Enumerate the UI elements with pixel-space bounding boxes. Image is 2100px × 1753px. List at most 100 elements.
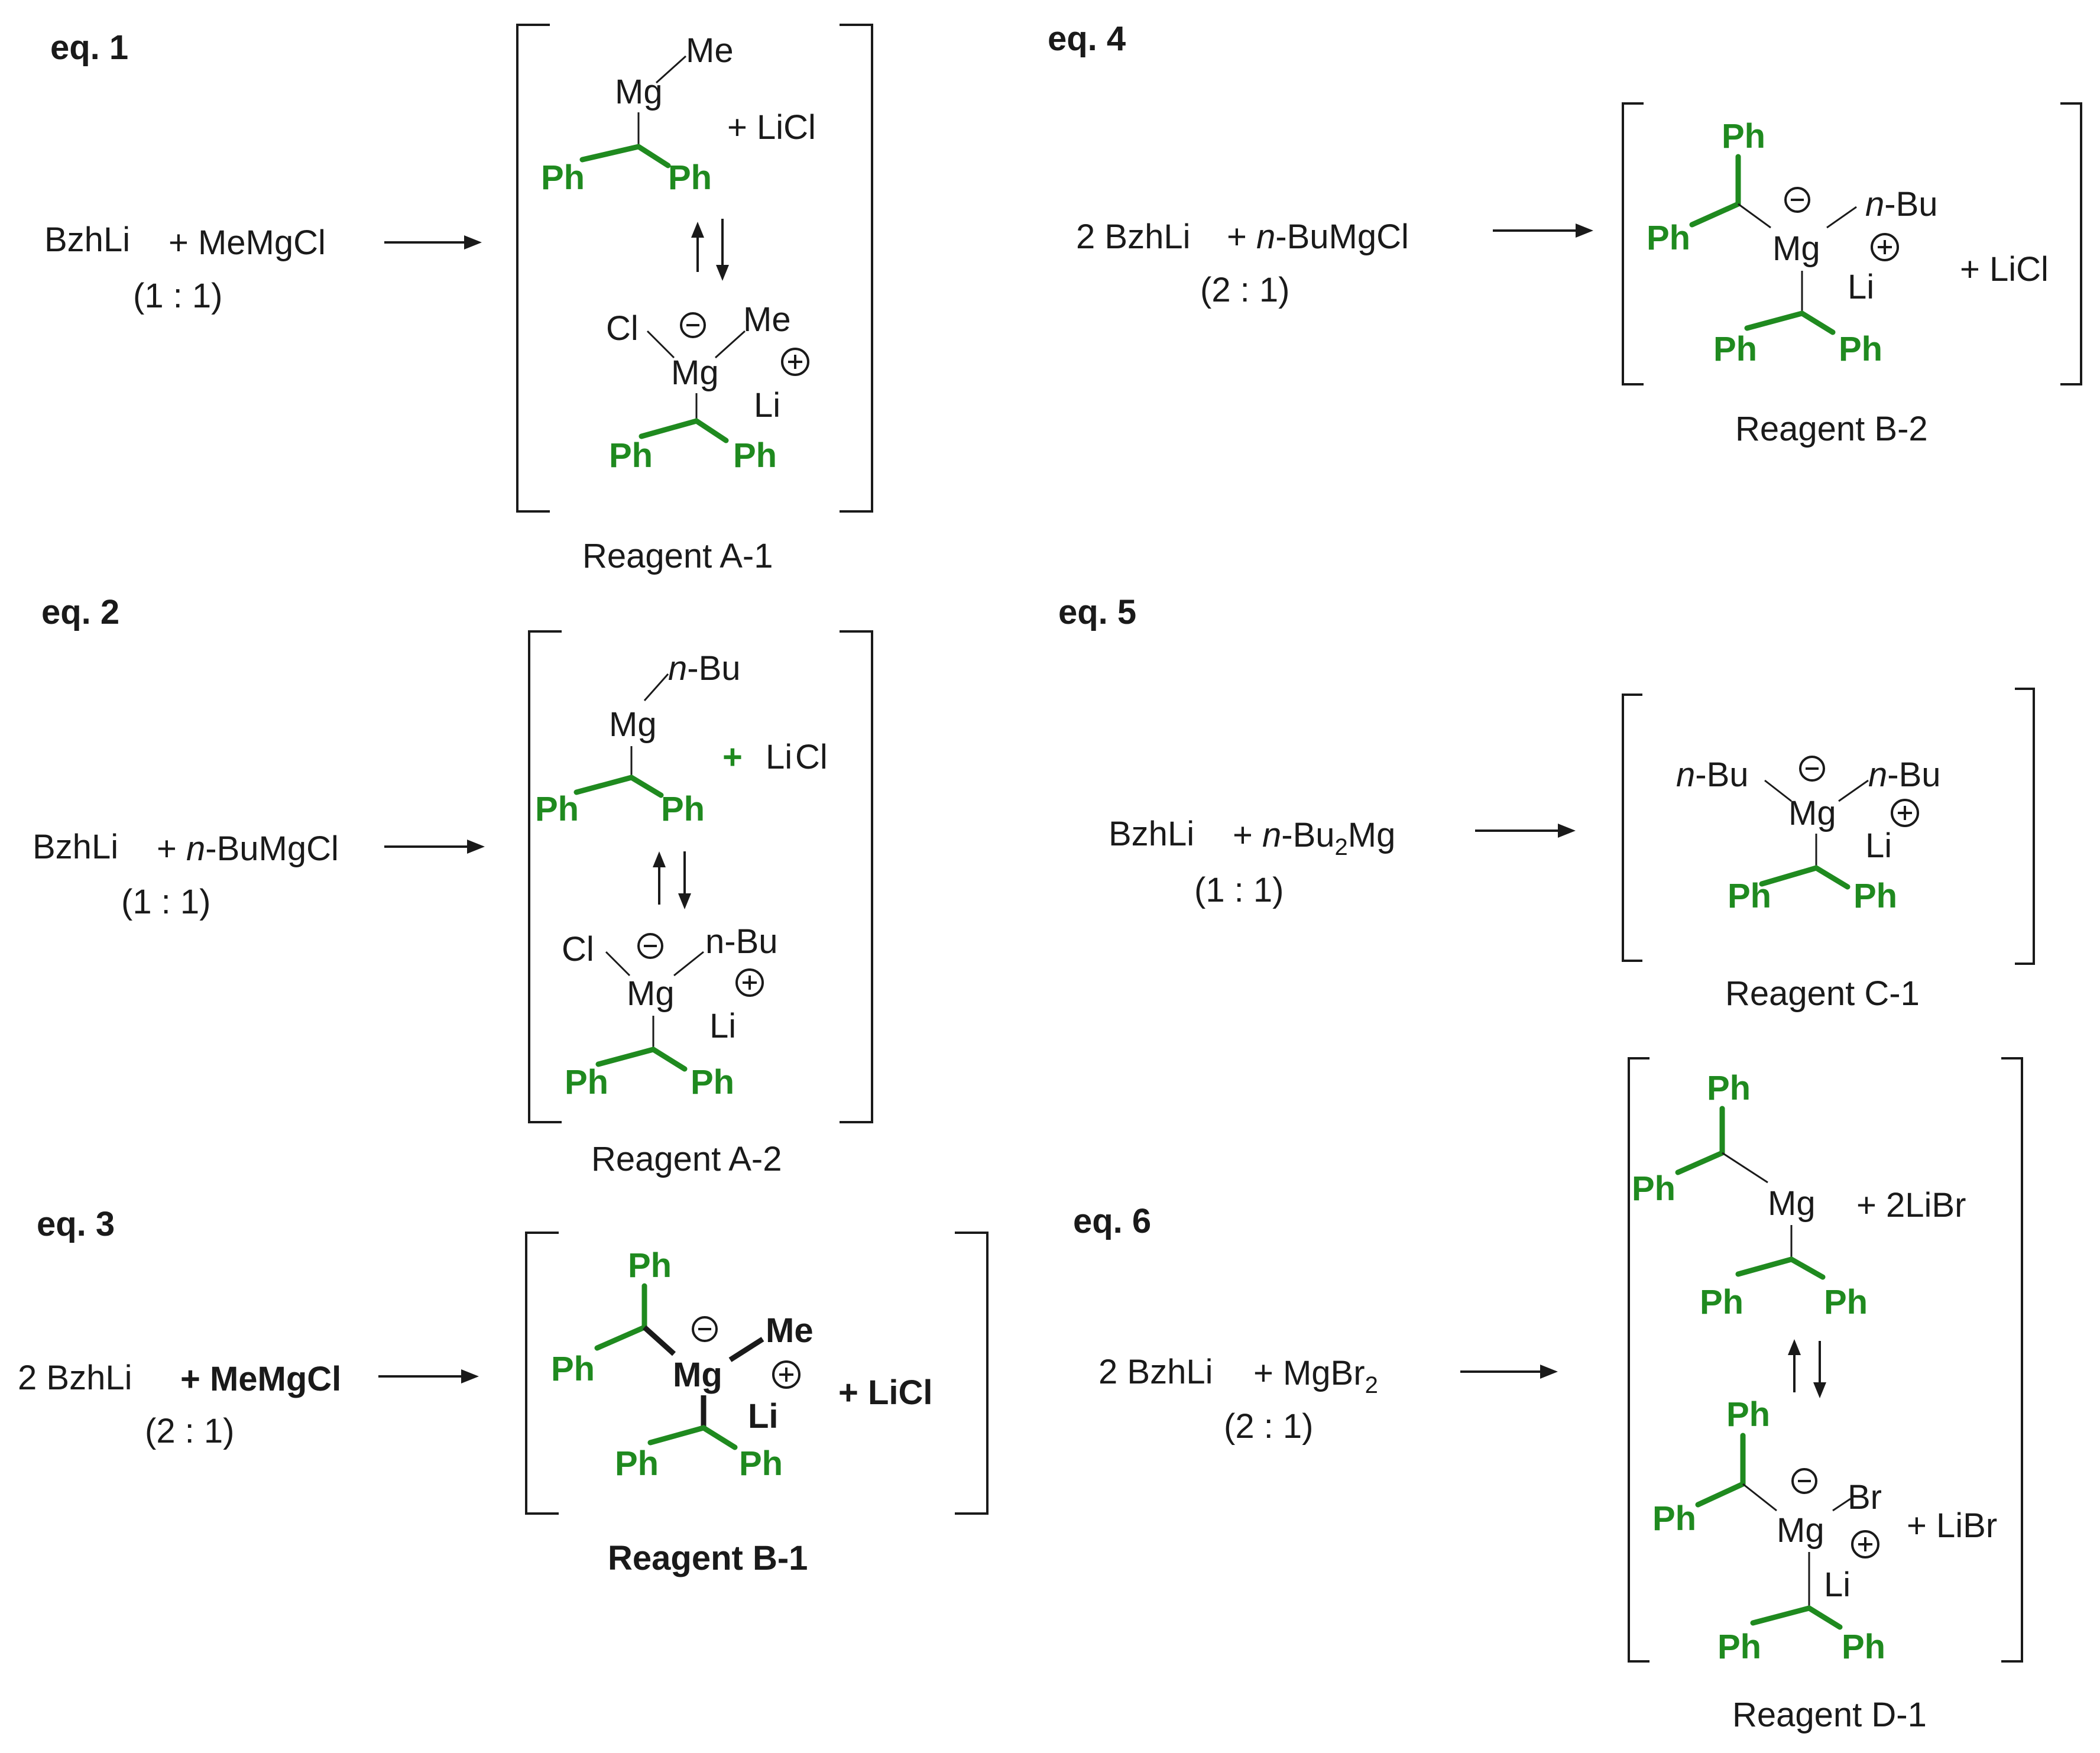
eq6-top-2libr: + 2LiBr [1856,1186,1966,1224]
eq3-ph-left: Ph [551,1350,595,1388]
eq6-left-side: 2 BzhLi [1098,1353,1213,1391]
eq5-ph-left: Ph [1728,877,1771,915]
eq3-ratio: (2 : 1) [145,1412,235,1450]
eq5-product-label: Reagent C-1 [1725,974,1920,1013]
eq3-left-side: 2 BzhLi [18,1359,132,1397]
eq2-top-plus: + [722,738,743,776]
eq3-ph-bot-right: Ph [739,1444,783,1483]
eq1-reagent: + MeMgCl [168,223,326,262]
eq5-li: Li [1865,827,1892,865]
eq5-label: eq. 5 [1058,593,1136,631]
eq6-label: eq. 6 [1073,1202,1151,1240]
eq1-bracket-right [840,24,873,513]
eq3-section: eq. 3 2 BzhLi + MeMgCl (2 : 1) Ph Ph Mg … [18,1205,989,1577]
eq3-reaction-arrow [378,1369,479,1383]
eq1-section: eq. 1 BzhLi + MeMgCl (1 : 1) Me Mg Ph Ph… [44,24,873,575]
eq2-top-mg: Mg [609,705,657,744]
eq1-product-label: Reagent A-1 [582,537,773,575]
eq5-ph-right: Ph [1853,877,1897,915]
eq2-reagent: + n-BuMgCl [157,829,339,868]
eq3-label: eq. 3 [37,1205,115,1243]
eq6-bot-mg: Mg [1777,1511,1824,1550]
eq3-me: Me [766,1311,814,1350]
eq2-bot-ph-left: Ph [565,1063,608,1101]
eq1-bzh-li: BzhLi [44,221,130,259]
eq4-bracket-right [2060,102,2082,385]
eq2-product-label: Reagent A-2 [591,1140,782,1178]
eq2-minus-charge [637,933,663,959]
eq6-equilibrium-arrows [1788,1339,1826,1398]
eq4-section: eq. 4 2 BzhLi + n-BuMgCl (2 : 1) Ph Ph M… [1048,20,2082,448]
eq3-li: Li [748,1397,779,1436]
eq6-bot-li: Li [1824,1566,1851,1604]
eq4-left-side: 2 BzhLi [1076,218,1191,256]
eq2-equilibrium-arrows [653,851,691,909]
eq4-ratio: (2 : 1) [1200,271,1290,309]
eq1-bot-cl: Cl [606,309,639,348]
eq3-bracket-left [525,1232,559,1515]
eq1-bot-li: Li [754,386,780,425]
eq1-bot-mg: Mg [671,354,719,392]
eq5-reaction-arrow [1475,824,1576,838]
eq1-top-ph-left: Ph [541,158,585,197]
eq6-reagent: + MgBr2 [1253,1354,1378,1398]
eq2-top-licl-cl: Cl [795,738,828,776]
eq6-bracket-right [2001,1057,2023,1663]
eq5-nbu-left: n-Bu [1676,756,1749,794]
eq1-minus-charge [680,312,706,338]
eq6-section: eq. 6 2 BzhLi + MgBr2 (2 : 1) Ph Ph Mg P… [1073,1057,2023,1734]
eq6-top-mg: Mg [1768,1184,1816,1223]
eq4-licl: + LiCl [1960,250,2049,289]
eq5-nbu-right: n-Bu [1868,756,1941,794]
eq6-top-ph-bot-left: Ph [1700,1283,1743,1321]
eq6-reaction-arrow [1460,1365,1558,1379]
eq4-product-label: Reagent B-2 [1735,410,1928,448]
eq6-bot-ph-bot-right: Ph [1842,1628,1885,1666]
eq1-reaction-arrow [384,235,482,249]
eq1-plus-charge [781,348,809,376]
eq2-label: eq. 2 [41,593,119,631]
eq3-plus-charge [772,1360,801,1389]
eq4-plus-charge [1871,233,1899,261]
eq1-bot-ph-right: Ph [733,436,777,475]
eq6-top-ph-bot-right: Ph [1824,1283,1868,1321]
eq6-minus-charge [1791,1468,1817,1494]
eq6-bot-br: Br [1848,1478,1882,1517]
eq4-reagent: + n-BuMgCl [1227,218,1409,256]
eq5-section: eq. 5 BzhLi + n-Bu2Mg (1 : 1) n-Bu n-Bu … [1058,593,2035,1013]
eq6-bracket-left [1628,1057,1649,1663]
eq3-minus-charge [692,1316,718,1342]
eq3-licl: + LiCl [838,1373,933,1412]
eq1-bracket-left [516,24,550,513]
eq4-bracket-left [1622,102,1644,385]
eq2-bracket-left [528,630,562,1123]
eq4-li: Li [1848,268,1874,306]
eq4-ph-bot-right: Ph [1839,330,1882,368]
eq1-top-ph-right: Ph [668,158,712,197]
eq1-label: eq. 1 [50,28,128,67]
eq1-top-mg: Mg [615,73,663,111]
eq4-minus-charge [1784,187,1810,213]
eq3-reagent: + MeMgCl [180,1360,341,1398]
eq1-ratio: (1 : 1) [133,277,223,315]
eq5-ratio: (1 : 1) [1194,871,1284,909]
eq1-bot-me: Me [743,300,791,339]
eq2-bot-li: Li [709,1007,736,1045]
eq2-bot-cl: Cl [562,930,594,968]
eq2-top-ph-left: Ph [535,790,579,828]
eq3-bracket-right [955,1232,989,1515]
eq4-ph-bot-left: Ph [1713,330,1757,368]
eq2-bot-nbu: n-Bu [705,922,778,961]
eq6-plus-charge [1851,1530,1879,1558]
eq4-reaction-arrow [1493,223,1593,238]
eq5-plus-charge [1891,799,1919,827]
eq6-ratio: (2 : 1) [1224,1407,1314,1446]
eq3-ph-bot-left: Ph [615,1444,659,1483]
eq6-bot-ph-bot-left: Ph [1717,1628,1761,1666]
eq6-product-label: Reagent D-1 [1732,1696,1927,1734]
eq4-label: eq. 4 [1048,20,1126,58]
eq5-bracket-right [2015,688,2035,965]
eq2-bot-ph-right: Ph [691,1063,734,1101]
eq6-bot-ph-left: Ph [1652,1499,1696,1538]
